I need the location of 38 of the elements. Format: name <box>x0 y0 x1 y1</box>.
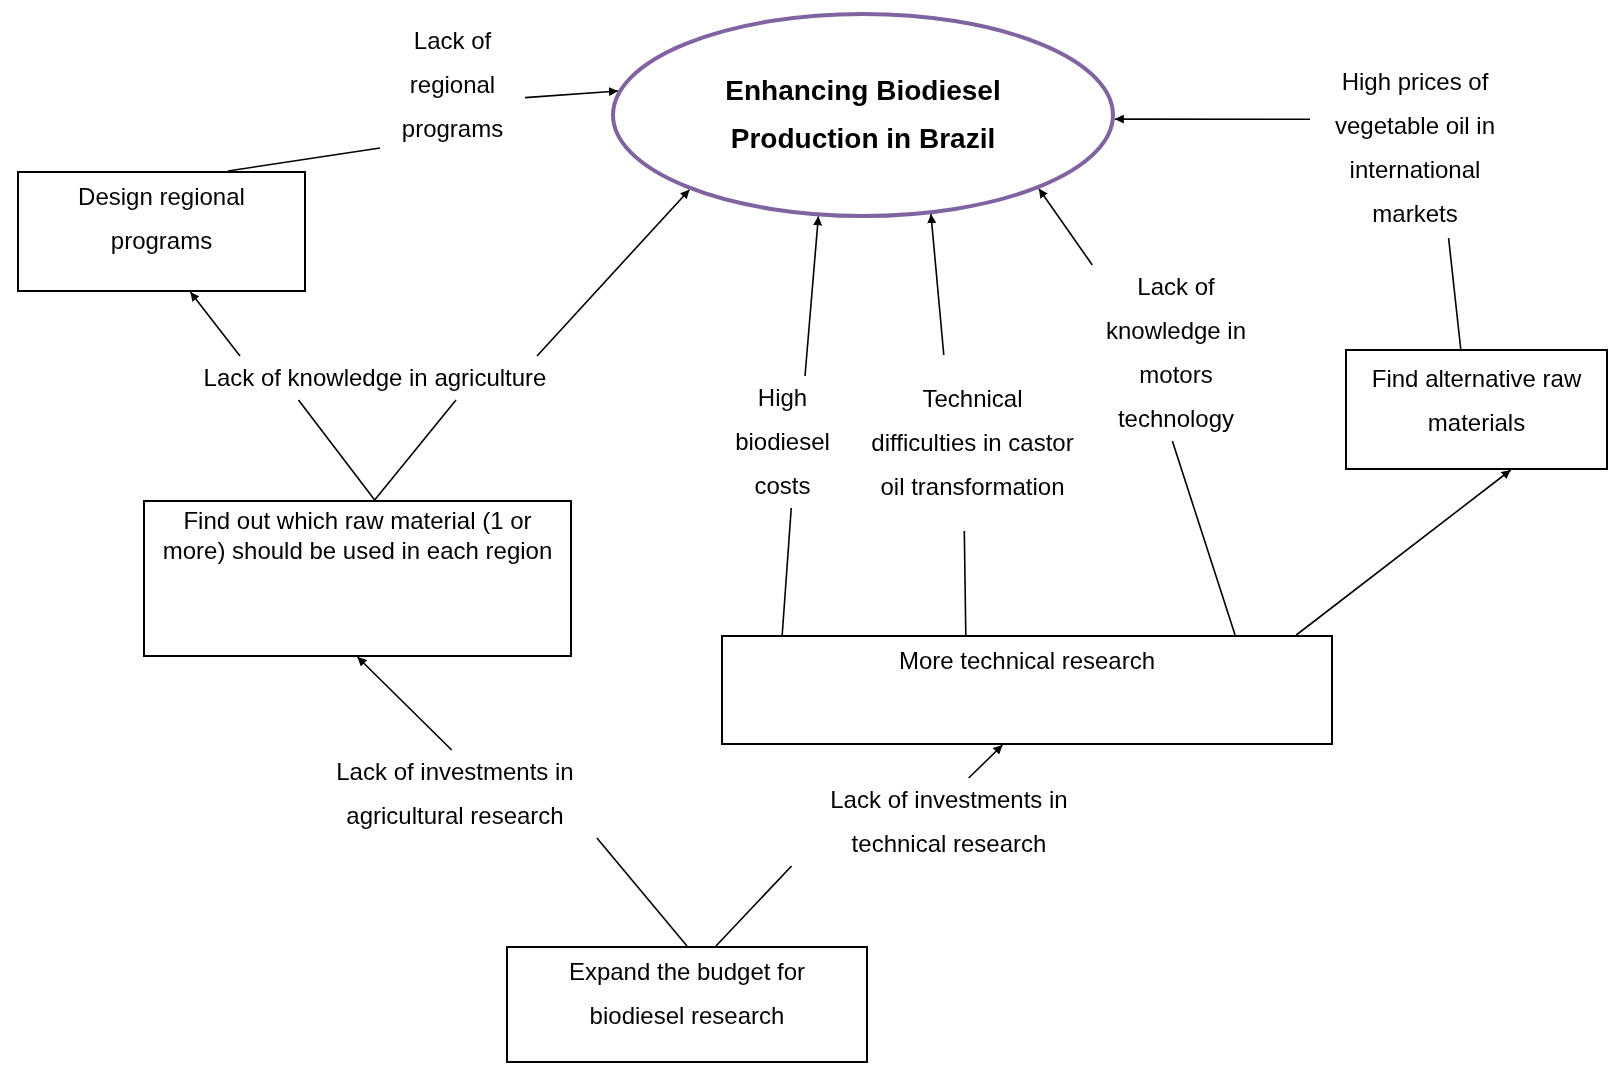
connector-line <box>596 837 688 947</box>
arrow <box>1038 187 1094 266</box>
node-text: Lack of investments in agricultural research <box>335 757 575 831</box>
arrow <box>1295 469 1512 636</box>
connector-line <box>963 530 967 636</box>
connector-line <box>781 507 793 636</box>
arrow <box>524 87 619 99</box>
arrow <box>967 744 1004 779</box>
process-box <box>17 171 306 292</box>
goal-title: Enhancing Biodiesel Production in Brazil <box>724 74 1002 156</box>
process-box <box>721 635 1333 745</box>
connector-line <box>1171 440 1236 636</box>
process-box <box>506 946 868 1063</box>
node-text: Lack of knowledge in agriculture <box>203 363 547 393</box>
node-text: Lack of regional programs <box>400 26 505 144</box>
connector-line <box>297 399 376 501</box>
node-text: More technical research <box>898 646 1156 676</box>
arrow <box>1114 114 1311 124</box>
arrow <box>927 213 945 356</box>
connector-line <box>1447 237 1462 350</box>
node-text: Lack of investments in technical research <box>829 785 1069 859</box>
node-text: Expand the budget for biodiesel research <box>567 957 807 1031</box>
node-text: Find alternative raw materials <box>1370 364 1583 438</box>
process-box <box>143 500 572 657</box>
arrow <box>189 291 241 357</box>
process-box <box>1345 349 1608 470</box>
connector-line <box>715 865 793 947</box>
node-text: High prices of vegetable oil in international markets <box>1333 67 1497 229</box>
node-text: Find out which raw material (1 or more) should be used in each region <box>161 506 554 566</box>
arrow <box>356 656 453 751</box>
arrow <box>536 188 691 357</box>
node-text: Design regional programs <box>77 182 246 256</box>
arrow <box>804 215 823 377</box>
node-text: High biodiesel costs <box>734 383 831 501</box>
node-text: Technical difficulties in castor oil transformation <box>870 384 1075 502</box>
connector-line <box>373 399 457 501</box>
connector-line <box>227 147 381 172</box>
node-text: Lack of knowledge in motors technology <box>1104 272 1248 434</box>
